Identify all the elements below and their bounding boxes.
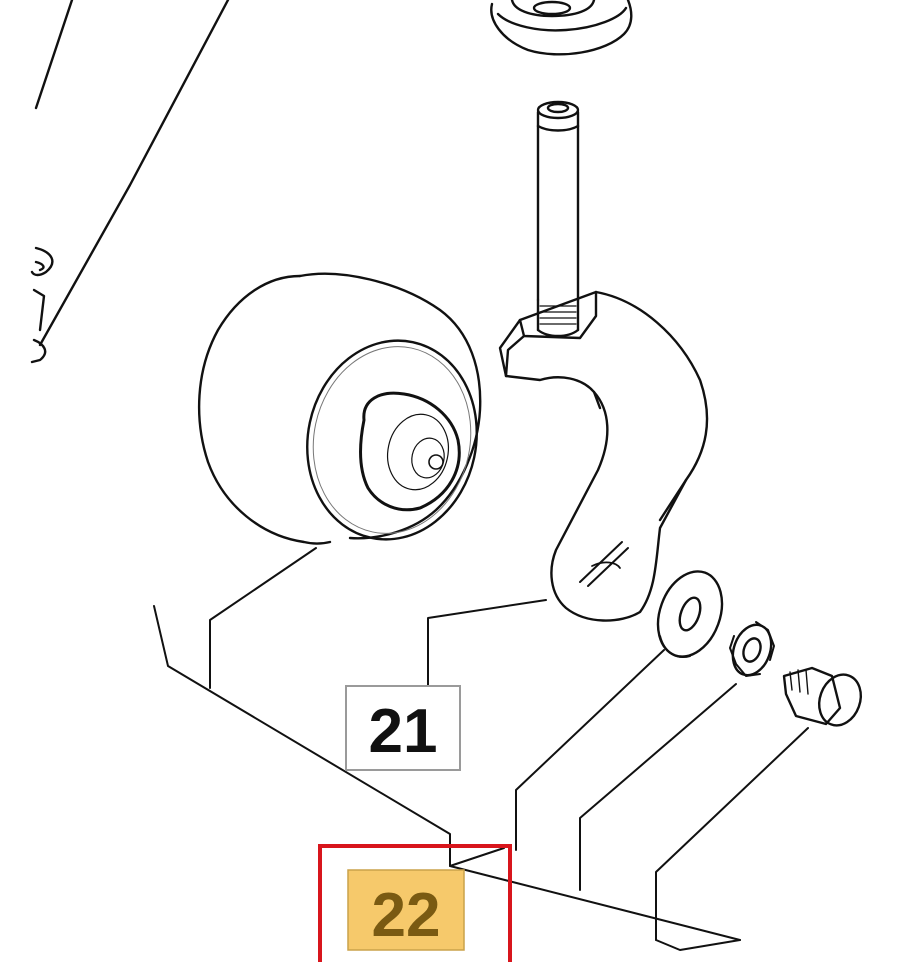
pivot-pin xyxy=(536,100,580,338)
callout-21[interactable]: 21 xyxy=(345,685,461,771)
callout-22-label: 22 xyxy=(372,881,441,950)
flat-washer xyxy=(656,570,724,658)
callout-22-box xyxy=(347,869,465,951)
callout-22[interactable]: 22 xyxy=(318,844,512,962)
wheel xyxy=(197,272,482,545)
leader-lines xyxy=(153,547,809,951)
selection-highlight-frame xyxy=(318,844,512,962)
upper-left-partial-part xyxy=(30,246,54,364)
bolt xyxy=(782,666,862,727)
top-bearing-washer xyxy=(490,0,633,56)
lock-nut xyxy=(729,621,775,677)
caster-fork-bracket xyxy=(498,290,709,622)
callout-21-label: 21 xyxy=(369,697,438,766)
callout-21-box xyxy=(345,685,461,771)
upper-left-leader-lines xyxy=(34,0,230,347)
